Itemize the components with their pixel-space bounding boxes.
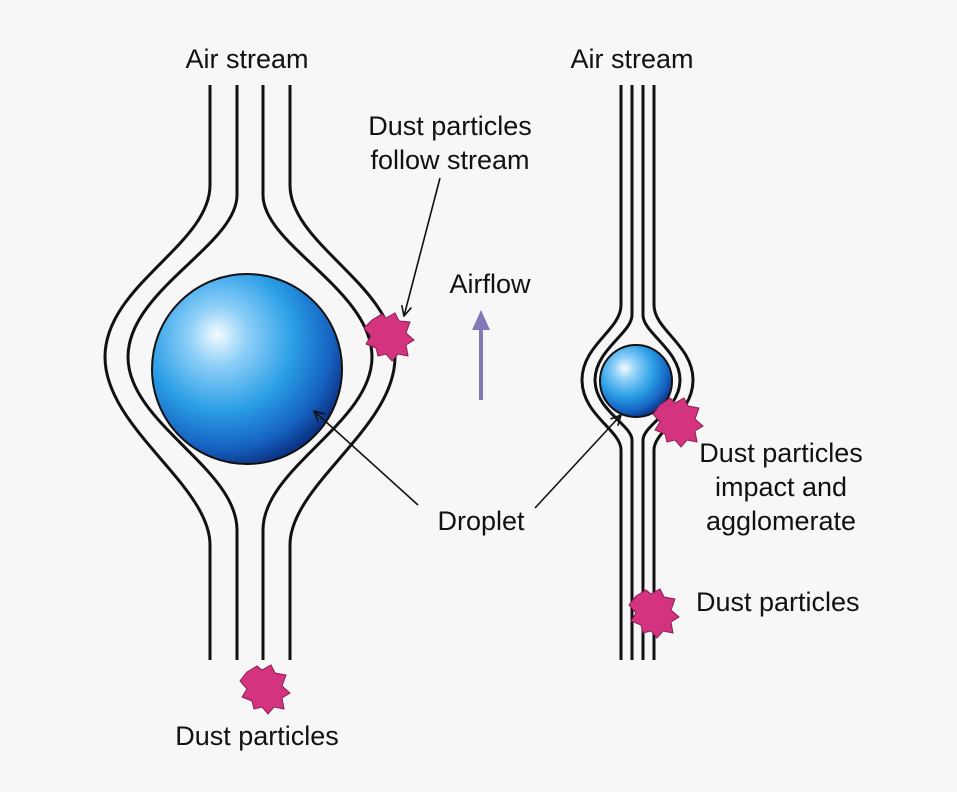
left-follow-label-line2: follow stream xyxy=(370,145,529,175)
left-dust-particles-label: Dust particles xyxy=(175,721,339,751)
right-streamline-2 xyxy=(593,85,634,660)
large-droplet xyxy=(151,273,343,465)
dust-particle-left-follow xyxy=(363,312,415,362)
dust-particle-right-bottom xyxy=(628,588,680,639)
airflow-arrow-icon xyxy=(472,310,490,400)
right-streamline-1 xyxy=(580,85,623,660)
pointer-droplet-large xyxy=(314,411,419,506)
right-streamline-4 xyxy=(652,85,695,660)
pointer-follow-stream xyxy=(404,177,441,316)
right-impact-label-line1: Dust particles xyxy=(699,438,863,468)
dust-particle-left-bottom xyxy=(239,664,291,715)
left-streamline-1 xyxy=(103,85,212,660)
right-streamlines xyxy=(580,85,695,660)
dust-particle-right-impact xyxy=(652,397,704,448)
pointer-droplet-small xyxy=(534,415,621,509)
left-streamline-3 xyxy=(261,85,374,660)
right-impact-label-line3: agglomerate xyxy=(706,506,856,536)
left-streamline-2 xyxy=(126,85,239,660)
left-air-stream-label: Air stream xyxy=(185,44,308,74)
right-air-stream-label: Air stream xyxy=(570,44,693,74)
droplet-label: Droplet xyxy=(437,506,525,536)
small-droplet xyxy=(599,344,673,418)
right-impact-label-line2: impact and xyxy=(715,472,847,502)
right-streamline-3 xyxy=(641,85,682,660)
airflow-label: Airflow xyxy=(449,269,531,299)
right-dust-particles-label: Dust particles xyxy=(696,587,860,617)
left-follow-label-line1: Dust particles xyxy=(368,111,532,141)
